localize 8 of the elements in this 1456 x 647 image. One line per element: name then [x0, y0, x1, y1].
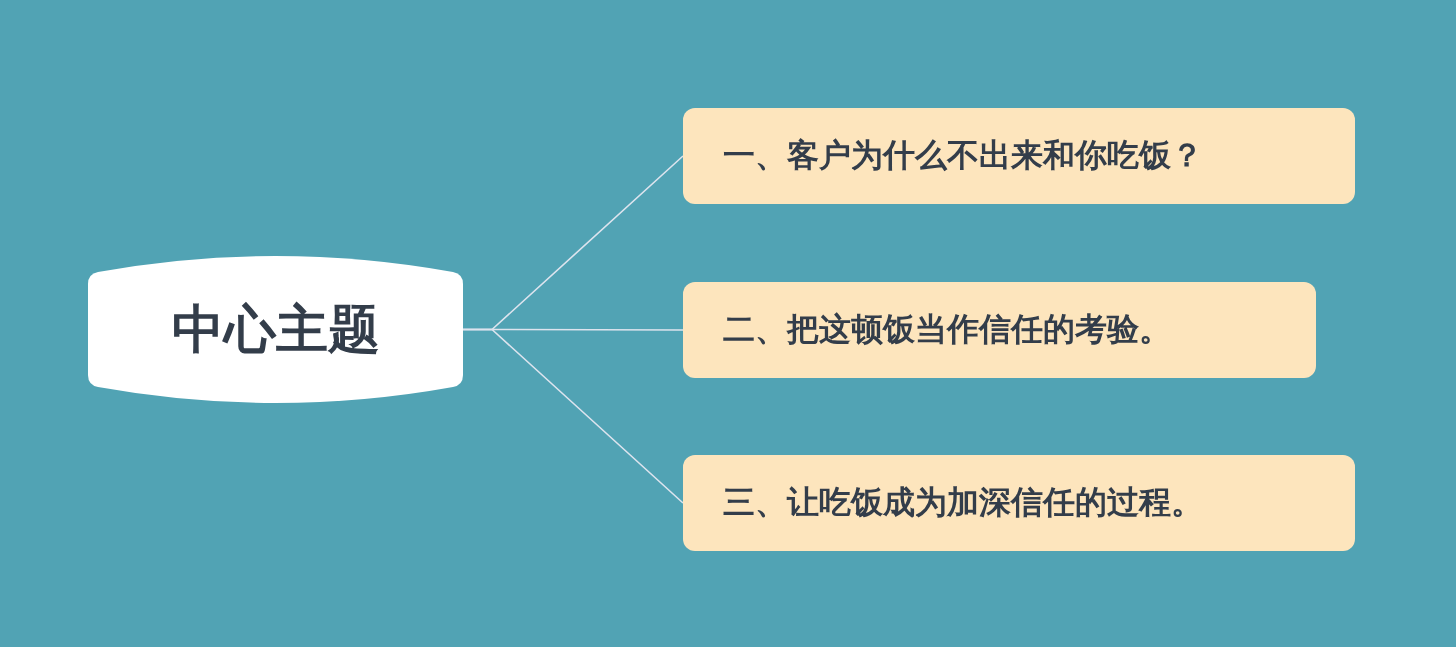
subtopic-text: 一、客户为什么不出来和你吃饭？ [723, 135, 1203, 176]
subtopic-box [683, 282, 1316, 378]
connector-line [462, 328, 684, 504]
subtopic-box [683, 455, 1355, 551]
subtopic-text: 二、把这顿饭当作信任的考验。 [723, 309, 1171, 350]
subtopic-box [683, 108, 1355, 204]
subtopic-text: 三、让吃饭成为加深信任的过程。 [723, 482, 1203, 523]
topic-title: 中心主题 [171, 297, 380, 361]
